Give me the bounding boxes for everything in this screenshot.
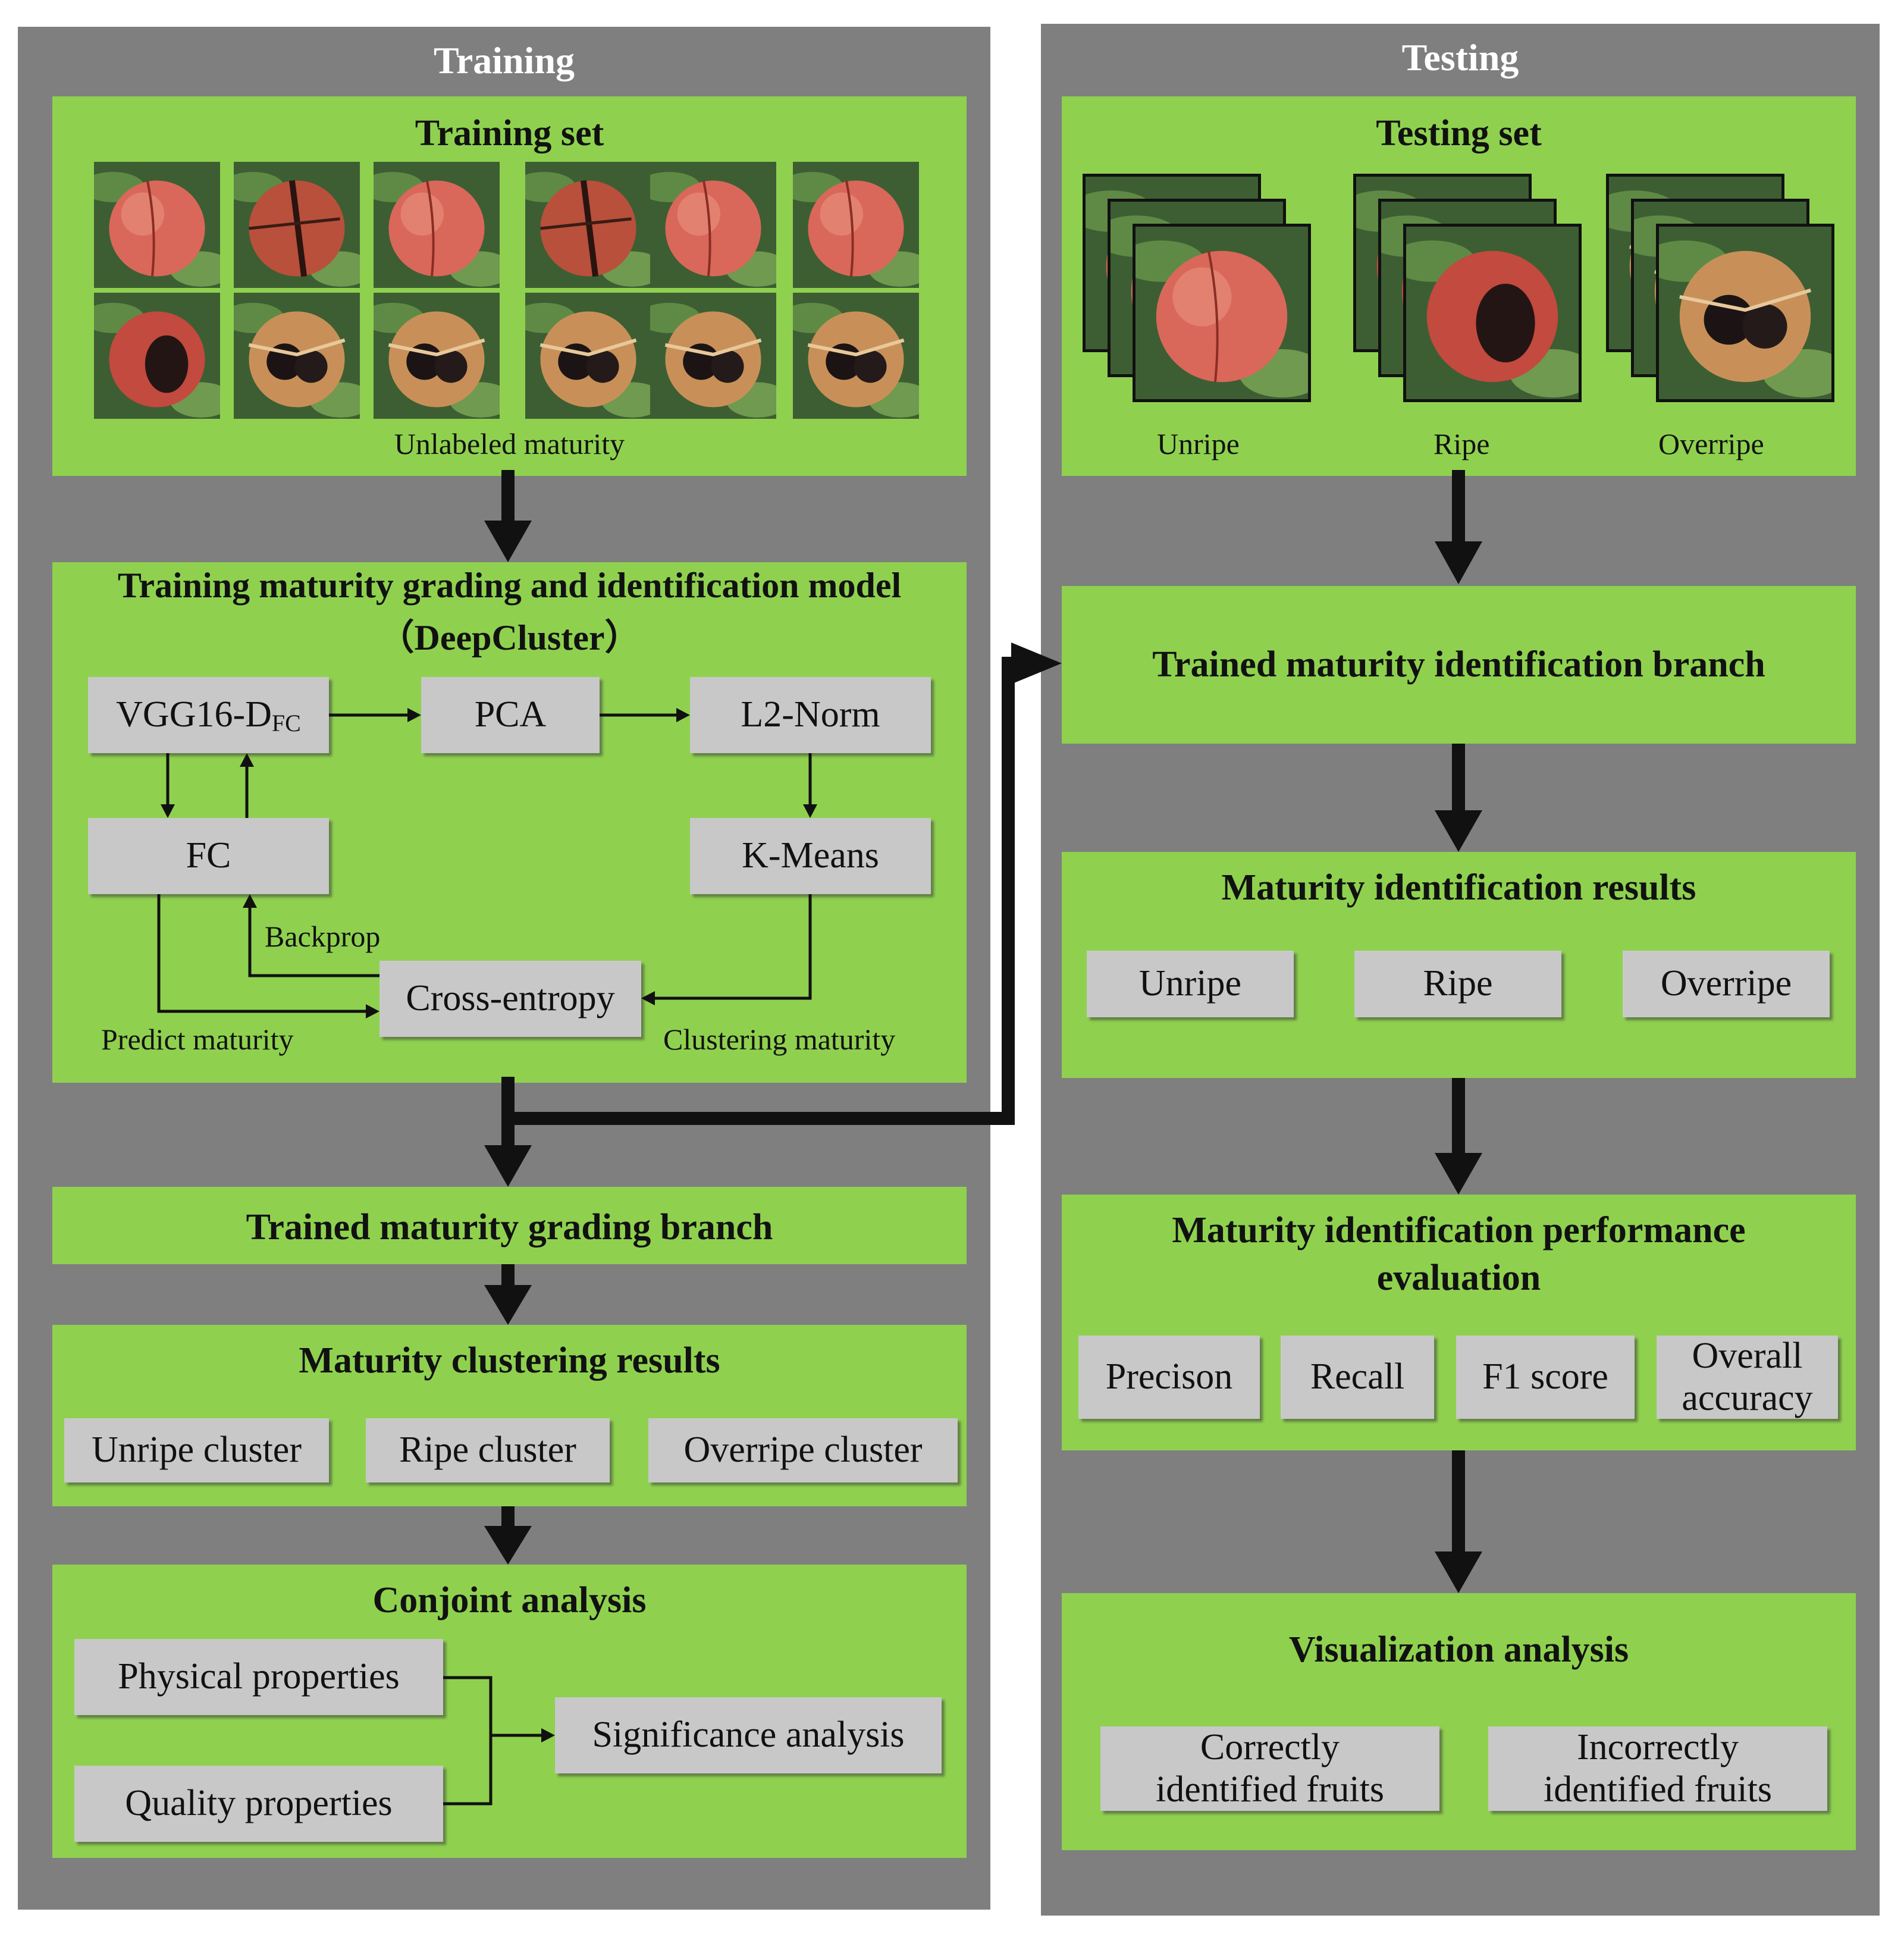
visualization-title: Visualization analysis [1288,1629,1629,1670]
quality-properties-node: Quality properties [74,1766,443,1842]
testing-title: Testing [1401,36,1519,79]
training-thumbnail-6 [793,162,919,288]
result-unripe-node: Unripe [1087,951,1294,1017]
model-title-line2: （DeepCluster） [378,618,641,657]
training-title: Training [433,39,575,82]
clustering-results-title: Maturity clustering results [299,1340,720,1381]
testing-overripe-caption: Overripe [1658,427,1764,460]
correctly-identified-node: Correctly identified fruits [1100,1726,1439,1811]
training-thumbnail-9 [374,293,500,419]
vgg16-label: VGG16-D [116,694,272,735]
ripe-cluster-node: Ripe cluster [366,1418,610,1482]
conjoint-arrow-head [541,1728,555,1742]
training-thumbnail-3 [374,162,500,288]
training-thumbnail-12 [793,293,919,419]
grading-branch-title: Trained maturity grading branch [246,1207,773,1248]
precision-node: Precison [1078,1336,1260,1419]
model-arrow-heads [161,708,817,1018]
incorrectly-identified-node: Incorrectly identified fruits [1488,1726,1827,1811]
backprop-label: Backprop [265,920,381,953]
f1-score-node: F1 score [1456,1336,1635,1419]
training-thumbnail-10 [525,293,651,419]
training-thumbnail-1 [94,162,220,288]
testing-set-title: Testing set [1376,113,1542,153]
result-ripe-node: Ripe [1354,951,1561,1017]
recall-node: Recall [1281,1336,1434,1419]
overripe-cluster-node: Overripe cluster [648,1418,958,1482]
flow-arrows-left [484,470,532,1565]
incorrectly-identified-line2: identified fruits [1544,1769,1772,1810]
incorrectly-identified-line1: Incorrectly [1577,1726,1739,1767]
training-set-title: Training set [415,113,604,153]
flow-arrows-right [1435,470,1482,1593]
testing-unripe-image-3 [1133,224,1311,402]
training-thumbnail-5 [650,162,776,288]
cross-entropy-node: Cross-entropy [379,961,641,1037]
physical-properties-node: Physical properties [74,1639,443,1715]
identification-branch-box: Trained maturity identification branch [1062,586,1856,744]
identification-branch-title: Trained maturity identification branch [1152,644,1765,685]
training-thumbnail-4 [525,162,651,288]
overall-accuracy-line1: Overall [1692,1335,1803,1376]
testing-set-box: Testing set Unripe Ripe Overripe [1062,96,1856,476]
correctly-identified-line1: Correctly [1200,1726,1340,1767]
testing-overripe-image-3 [1656,224,1834,402]
vgg16-subscript: FC [271,710,301,736]
conjoint-connectors [443,1676,544,1806]
training-thumbnail-7 [94,293,220,419]
overall-accuracy-node: Overall accuracy [1657,1336,1838,1419]
training-set-caption: Unlabeled maturity [394,427,625,460]
significance-analysis-node: Significance analysis [555,1697,942,1773]
model-title-line1: Training maturity grading and identifica… [117,566,902,605]
correctly-identified-line2: identified fruits [1156,1769,1384,1810]
training-set-box: Training set Unlabeled maturity [52,96,967,476]
result-overripe-node: Overripe [1623,951,1830,1017]
cross-connector-head [1011,642,1062,684]
testing-ripe-caption: Ripe [1434,427,1490,460]
cross-connector [509,657,1017,1125]
training-thumbnail-8 [234,293,360,419]
conjoint-analysis-title: Conjoint analysis [372,1580,647,1621]
testing-unripe-caption: Unripe [1157,427,1240,460]
predict-maturity-label: Predict maturity [101,1023,294,1056]
overall-accuracy-line2: accuracy [1682,1378,1813,1418]
training-thumbnail-2 [234,162,360,288]
grading-branch-box: Trained maturity grading branch [52,1187,967,1264]
l2norm-node: L2-Norm [690,677,931,753]
performance-title-line1: Maturity identification performance [1172,1210,1746,1250]
identification-results-title: Maturity identification results [1221,867,1696,908]
unripe-cluster-node: Unripe cluster [64,1418,329,1482]
kmeans-node: K-Means [690,818,931,894]
training-thumbnail-11 [650,293,776,419]
fc-node: FC [88,818,329,894]
model-thin-arrows [157,713,812,1013]
pca-node: PCA [421,677,600,753]
testing-ripe-image-3 [1403,224,1582,402]
clustering-maturity-label: Clustering maturity [663,1023,896,1056]
performance-title-line2: evaluation [1376,1258,1541,1298]
